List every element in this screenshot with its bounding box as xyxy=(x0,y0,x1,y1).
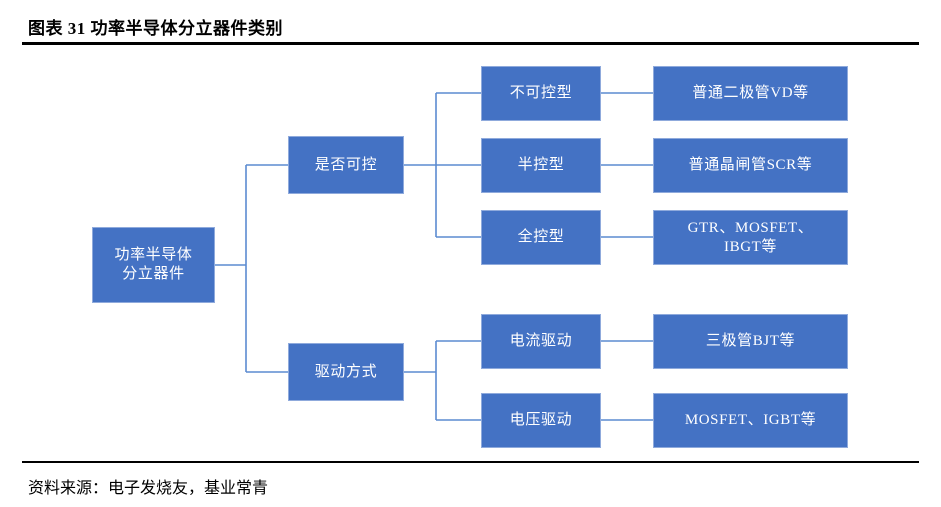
node-current-driven[interactable]: 电流驱动 xyxy=(481,314,601,369)
node-half-controlled-type[interactable]: 半控型 xyxy=(481,138,601,193)
source-divider xyxy=(22,461,919,463)
node-voltage-driven[interactable]: 电压驱动 xyxy=(481,393,601,448)
diagram-canvas: 功率半导体 分立器件 是否可控 驱动方式 不可控型 半控型 全控型 电流驱动 电… xyxy=(0,48,941,458)
connector-lines xyxy=(215,92,653,421)
page-title: 图表 31 功率半导体分立器件类别 xyxy=(28,19,283,38)
title-divider xyxy=(22,42,919,45)
node-leaf-gtr-mosfet-ibgt[interactable]: GTR、MOSFET、 IBGT等 xyxy=(653,210,848,265)
node-leaf-diode-vd[interactable]: 普通二极管VD等 xyxy=(653,66,848,121)
node-leaf-thyristor-scr[interactable]: 普通晶闸管SCR等 xyxy=(653,138,848,193)
node-uncontrollable-type[interactable]: 不可控型 xyxy=(481,66,601,121)
source-note: 资料来源：电子发烧友，基业常青 xyxy=(28,480,269,497)
node-leaf-bjt[interactable]: 三极管BJT等 xyxy=(653,314,848,369)
node-branch-drive-mode[interactable]: 驱动方式 xyxy=(288,343,404,401)
node-branch-controllability[interactable]: 是否可控 xyxy=(288,136,404,194)
node-leaf-mosfet-igbt[interactable]: MOSFET、IGBT等 xyxy=(653,393,848,448)
node-fully-controlled-type[interactable]: 全控型 xyxy=(481,210,601,265)
node-root[interactable]: 功率半导体 分立器件 xyxy=(92,227,215,303)
